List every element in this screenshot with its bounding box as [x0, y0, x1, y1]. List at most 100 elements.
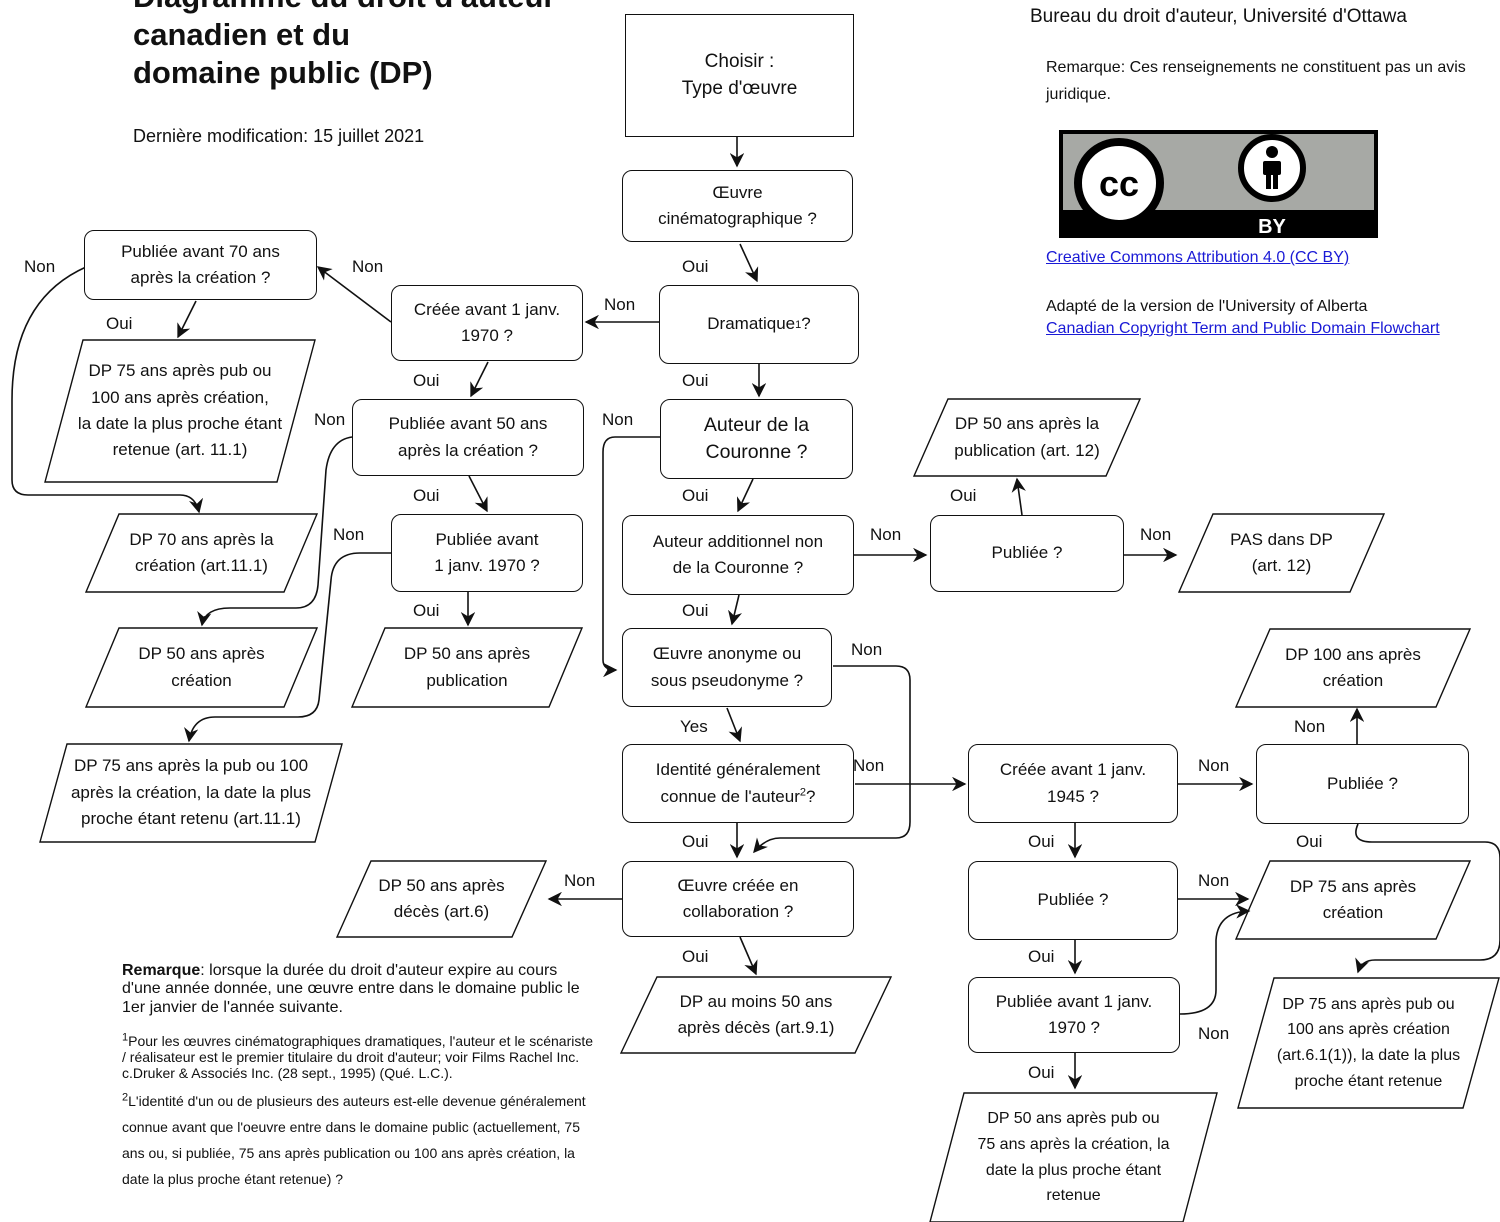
edge-label-non: Non: [1198, 1024, 1230, 1043]
edge-label-oui: Oui: [1028, 1063, 1055, 1082]
outcome-parallelogram-shape: [1237, 977, 1500, 1109]
edge-label-non: Non: [333, 525, 365, 544]
edge-label-oui: Oui: [413, 371, 440, 390]
edge-label-oui: Oui: [682, 257, 709, 276]
node-cinema: Œuvre cinématographique ?: [622, 170, 853, 242]
node-crown-author: Auteur de la Couronne ?: [660, 399, 853, 479]
node-published-before-70y: Publiée avant 70 ans après la création ?: [84, 230, 317, 300]
outcome-parallelogram-shape: [1234, 860, 1472, 940]
title-line-1: Diagramme du droit d'auteur: [133, 0, 555, 16]
outcome-parallelogram-shape: [1234, 628, 1472, 708]
cc-by-logo: cc BY: [1059, 130, 1378, 238]
edge-label-non: Non: [314, 410, 346, 429]
node-identity-known: Identité généralement connue de l'auteur…: [622, 744, 854, 823]
footnote-1: 1Pour les œuvres cinématographiques dram…: [122, 1031, 594, 1082]
node-additional-author: Auteur additionnel non de la Couronne ?: [622, 515, 854, 595]
edge-label-non: Non: [564, 871, 596, 890]
node-identity-label: Identité généralement connue de l'auteur: [655, 760, 821, 806]
cc-circle-icon: [1074, 138, 1164, 228]
footnote-2-marker: 2: [799, 785, 806, 798]
connector-arrow: [197, 436, 353, 627]
node-created-before-1945: Créée avant 1 janv. 1945 ?: [968, 744, 1178, 823]
connector-arrow: [470, 361, 489, 398]
edge-label-non: Non: [1140, 525, 1172, 544]
outcome-dp-50-publication-art12: DP 50 ans après la publication (art. 12): [954, 414, 1100, 460]
outcome-dp-50-publication: DP 50 ans après publication: [403, 644, 531, 690]
outcome-parallelogram-shape: [350, 627, 584, 708]
outcome-dp-75-pub-100-art11: DP 75 ans après pub ou 100 ans après cré…: [77, 361, 283, 460]
node-published-before-1970: Publiée avant 1 janv. 1970 ?: [391, 514, 583, 592]
edge-label-non: Non: [1294, 717, 1326, 736]
outcome-dp-75-pub-100-art61: DP 75 ans après pub ou 100 ans après cré…: [1276, 995, 1461, 1090]
connector-arrow: [316, 266, 392, 323]
edge-label-oui: Oui: [682, 601, 709, 620]
outcome-dp-min-50-death: DP au moins 50 ans après décès (art.9.1): [677, 991, 835, 1037]
organization-name: Bureau du droit d'auteur, Université d'O…: [1030, 6, 1407, 27]
connector-arrow: [739, 936, 758, 976]
edge-label-non: Non: [851, 640, 883, 659]
edge-label-non: Non: [24, 257, 56, 276]
outcome-dp-75-creation: DP 75 ans après création: [1289, 876, 1417, 922]
outcome-parallelogram-shape: [39, 743, 343, 843]
edge-label-oui: Oui: [413, 486, 440, 505]
edge-label-oui: Oui: [1296, 832, 1323, 851]
edge-label-oui: Oui: [682, 371, 709, 390]
outcome-parallelogram-shape: [44, 339, 316, 483]
outcome-parallelogram-shape: [619, 976, 893, 1054]
adapted-prefix: Adapté de la version de l'University of …: [1046, 298, 1368, 315]
source-flowchart-link[interactable]: Canadian Copyright Term and Public Domai…: [1046, 319, 1440, 337]
connector-arrow: [468, 475, 488, 513]
outcome-dp-50-pub-75-creation: DP 50 ans après pub ou 75 ans après la c…: [977, 1110, 1170, 1205]
node-published-crown: Publiée ?: [930, 515, 1124, 592]
edge-label-oui: Oui: [106, 314, 133, 333]
last-modified: Dernière modification: 15 juillet 2021: [133, 126, 425, 146]
edge-label-yes: Yes: [680, 717, 708, 736]
svg-text:BY: BY: [1258, 216, 1286, 238]
connector-arrow: [726, 707, 742, 743]
edge-label-oui: Oui: [1028, 832, 1055, 851]
outcome-parallelogram-shape: [929, 1092, 1218, 1222]
node-anonymous: Œuvre anonyme ou sous pseudonyme ?: [622, 628, 832, 707]
node-published-b: Publiée ?: [968, 861, 1178, 940]
edge-label-oui: Oui: [1028, 947, 1055, 966]
edge-label-oui: Oui: [682, 832, 709, 851]
connector-arrow: [11, 266, 204, 514]
outcome-parallelogram-shape: [335, 860, 548, 938]
footnote-2: 2L'identité d'un ou de plusieurs des aut…: [122, 1091, 586, 1187]
connector-arrow: [177, 300, 197, 339]
outcome-dp-100-creation: DP 100 ans après création: [1285, 644, 1421, 690]
edge-label-non: Non: [602, 410, 634, 429]
title-line-3: domaine public (DP): [133, 54, 433, 90]
title-line-2: canadien et du: [133, 16, 351, 52]
edge-label-non: Non: [1198, 871, 1230, 890]
node-published-a: Publiée ?: [1256, 744, 1469, 824]
connector-arrow: [739, 243, 759, 283]
node-start: Choisir : Type d'œuvre: [625, 14, 854, 137]
legal-remark: Remarque: Ces renseignements ne constitu…: [1046, 59, 1466, 104]
outcome-parallelogram-shape: [1177, 513, 1386, 593]
edge-label-oui: Oui: [413, 601, 440, 620]
node-created-before-1970: Créée avant 1 janv. 1970 ?: [391, 285, 583, 361]
adapted-from: Adapté de la version de l'University of …: [1046, 296, 1446, 339]
connector-arrow: [736, 478, 754, 513]
connector-arrow: [1355, 823, 1500, 974]
connector-arrow: [1011, 477, 1026, 516]
connector-arrow: [1179, 904, 1251, 1015]
page-title: Diagramme du droit d'auteur canadien et …: [133, 0, 555, 91]
node-published-before-1970-b: Publiée avant 1 janv. 1970 ?: [968, 977, 1180, 1053]
edge-label-oui: Oui: [682, 486, 709, 505]
outcome-parallelogram-shape: [84, 627, 319, 708]
remark-label: Remarque: [122, 962, 201, 979]
outcome-dp-75-pub-100-b: DP 75 ans après la pub ou 100 après la c…: [70, 756, 312, 829]
connector-arrow: [753, 665, 911, 854]
outcome-not-public-domain: PAS dans DP (art. 12): [1230, 529, 1333, 575]
outcome-dp-50-death: DP 50 ans après décès (art.6): [378, 875, 505, 921]
cc-license-link[interactable]: Creative Commons Attribution 4.0 (CC BY): [1046, 249, 1350, 266]
outcome-dp-50-creation: DP 50 ans après création: [138, 644, 265, 690]
connector-arrow: [184, 552, 391, 743]
connector-arrow: [602, 436, 660, 678]
outcome-dp-70-creation: DP 70 ans après la création (art.11.1): [129, 529, 274, 575]
connector-arrow: [728, 594, 743, 626]
edge-label-non: Non: [352, 257, 384, 276]
